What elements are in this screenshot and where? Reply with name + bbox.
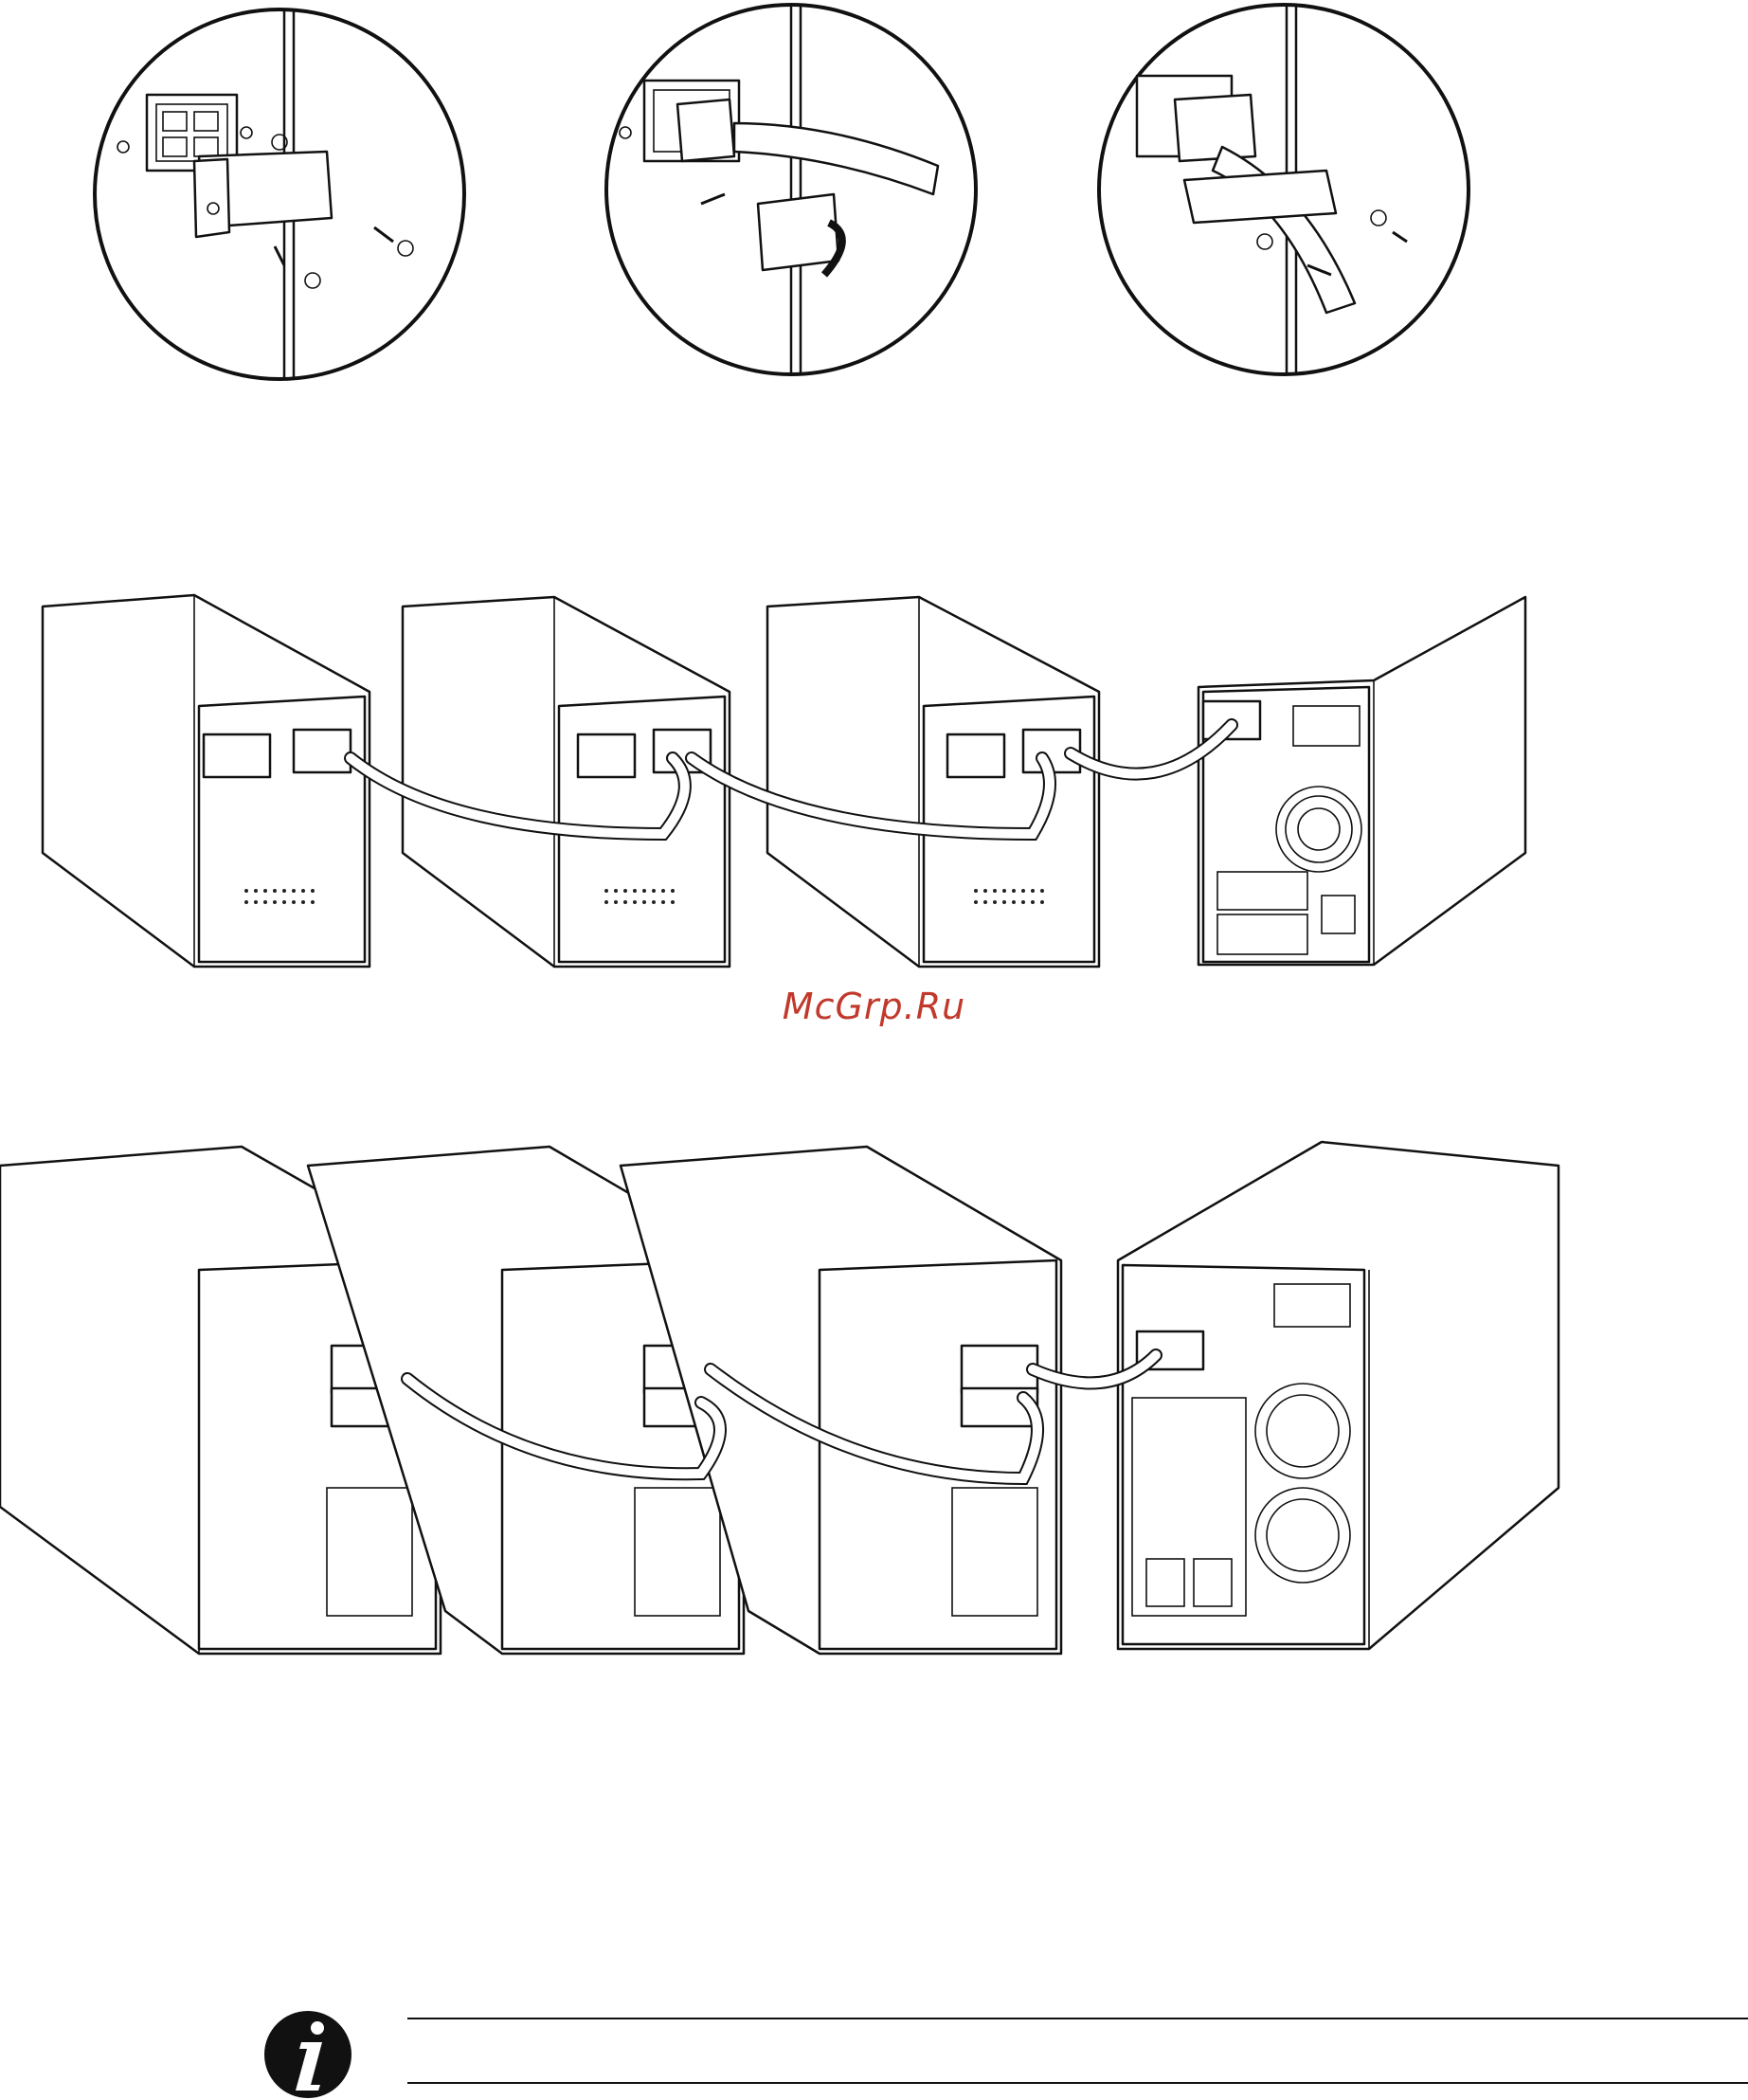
detail-step-3 bbox=[1097, 3, 1470, 376]
watermark: McGrp.Ru bbox=[782, 986, 966, 1027]
detail-step-2 bbox=[604, 3, 978, 376]
large-cables bbox=[401, 1349, 1162, 1486]
small-cabinet-1 bbox=[41, 593, 371, 969]
info-icon bbox=[264, 2011, 351, 2098]
detail-step-1 bbox=[93, 8, 466, 381]
large-cabinet-3 bbox=[619, 1145, 1063, 1656]
large-ups-unit bbox=[1116, 1140, 1560, 1651]
small-ups-unit bbox=[1197, 595, 1527, 967]
small-cables bbox=[344, 718, 1238, 842]
